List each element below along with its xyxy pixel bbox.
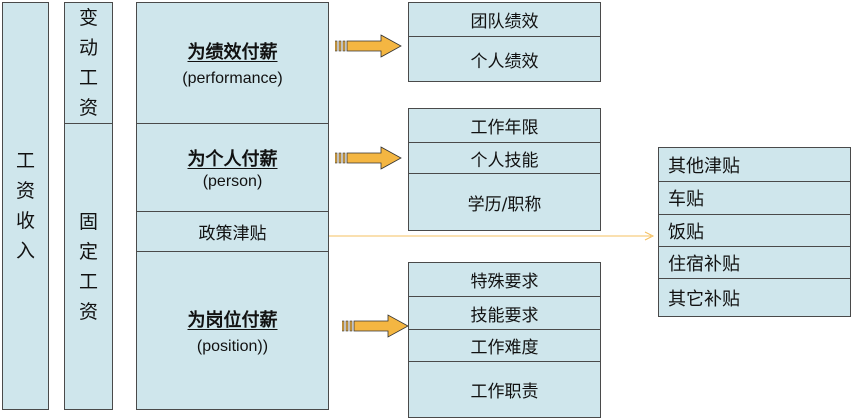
connector-arrow bbox=[329, 231, 655, 241]
performance-pay-title: 为绩效付薪 bbox=[187, 42, 278, 63]
income-box: 工资收入 bbox=[2, 2, 49, 410]
list-item: 团队绩效 bbox=[470, 12, 539, 32]
list-item: 饭贴 bbox=[668, 221, 704, 243]
variable-pay-label: 变动工资 bbox=[78, 7, 98, 119]
list-item: 住宿补贴 bbox=[668, 253, 740, 275]
pay-type-box: 为绩效付薪 (performance) 为个人付薪 (person) 政策津贴 … bbox=[136, 2, 329, 410]
position-pay-title: 为岗位付薪 bbox=[187, 309, 278, 331]
performance-items-box: 团队绩效 个人绩效 bbox=[408, 2, 601, 82]
arrow-right-icon bbox=[342, 314, 409, 338]
list-item: 工作年限 bbox=[470, 118, 539, 138]
performance-pay-sub: (performance) bbox=[182, 70, 283, 87]
list-item: 其它补贴 bbox=[668, 288, 740, 310]
arrow-right-icon bbox=[335, 146, 402, 170]
list-item: 特殊要求 bbox=[470, 272, 539, 292]
list-item: 工作职责 bbox=[470, 382, 539, 402]
person-pay-sub: (person) bbox=[202, 172, 263, 190]
arrow-right-icon bbox=[335, 34, 402, 58]
income-label: 工资收入 bbox=[15, 150, 35, 262]
list-item: 个人绩效 bbox=[470, 51, 539, 72]
position-items-box: 特殊要求 技能要求 工作难度 工作职责 bbox=[408, 262, 601, 418]
person-pay-title: 为个人付薪 bbox=[187, 148, 278, 170]
list-item: 车贴 bbox=[668, 189, 704, 210]
position-pay-sub: (position)) bbox=[196, 337, 269, 355]
policy-allowance-label: 政策津贴 bbox=[198, 224, 267, 244]
list-item: 技能要求 bbox=[470, 305, 539, 326]
allowance-items-box: 其他津贴 车贴 饭贴 住宿补贴 其它补贴 bbox=[658, 147, 851, 317]
pay-category-box: 变动工资 固定工资 bbox=[64, 2, 113, 410]
list-item: 学历/职称 bbox=[467, 194, 542, 215]
person-items-box: 工作年限 个人技能 学历/职称 bbox=[408, 108, 601, 231]
list-item: 工作难度 bbox=[470, 338, 539, 358]
list-item: 其他津贴 bbox=[668, 155, 740, 177]
list-item: 个人技能 bbox=[470, 150, 539, 171]
fixed-pay-label: 固定工资 bbox=[78, 210, 98, 323]
